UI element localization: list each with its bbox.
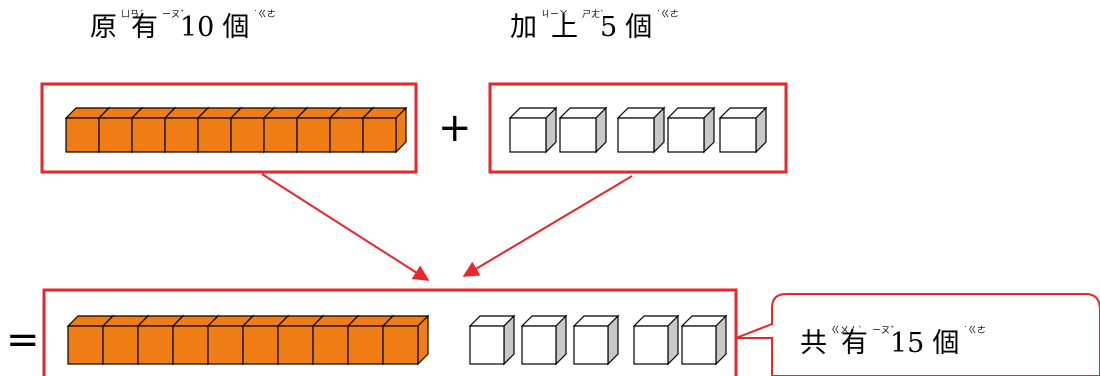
char-you: 有ㄧㄡˇ (841, 326, 895, 359)
result-callout (735, 293, 1100, 376)
plus-sign: + (438, 105, 472, 151)
number-10: 10 (180, 12, 215, 43)
white-cube (680, 314, 728, 366)
white-cube (468, 314, 516, 366)
white-cube (520, 314, 568, 366)
number-5: 5 (600, 12, 618, 43)
arrow-from-added (462, 175, 633, 277)
original-box (40, 82, 418, 174)
equals-sign: = (6, 317, 40, 363)
orange-cube (361, 106, 408, 154)
white-cube (572, 314, 620, 366)
total-box (42, 288, 738, 376)
orange-cube (381, 314, 430, 366)
arrow-from-original (261, 173, 430, 281)
cube-layer (64, 106, 768, 366)
added-box (488, 82, 788, 174)
white-cube (718, 106, 768, 154)
white-cube (508, 106, 558, 154)
orange-cube (206, 314, 255, 366)
char-gong: 共ㄍㄨㄥˋ (800, 326, 863, 359)
white-cube (632, 314, 680, 366)
unit-ge: 個˙ㄍㄜ (932, 326, 986, 359)
white-cube (666, 106, 716, 154)
number-15: 15 (890, 328, 925, 359)
white-cube (616, 106, 666, 154)
white-cube (558, 106, 608, 154)
